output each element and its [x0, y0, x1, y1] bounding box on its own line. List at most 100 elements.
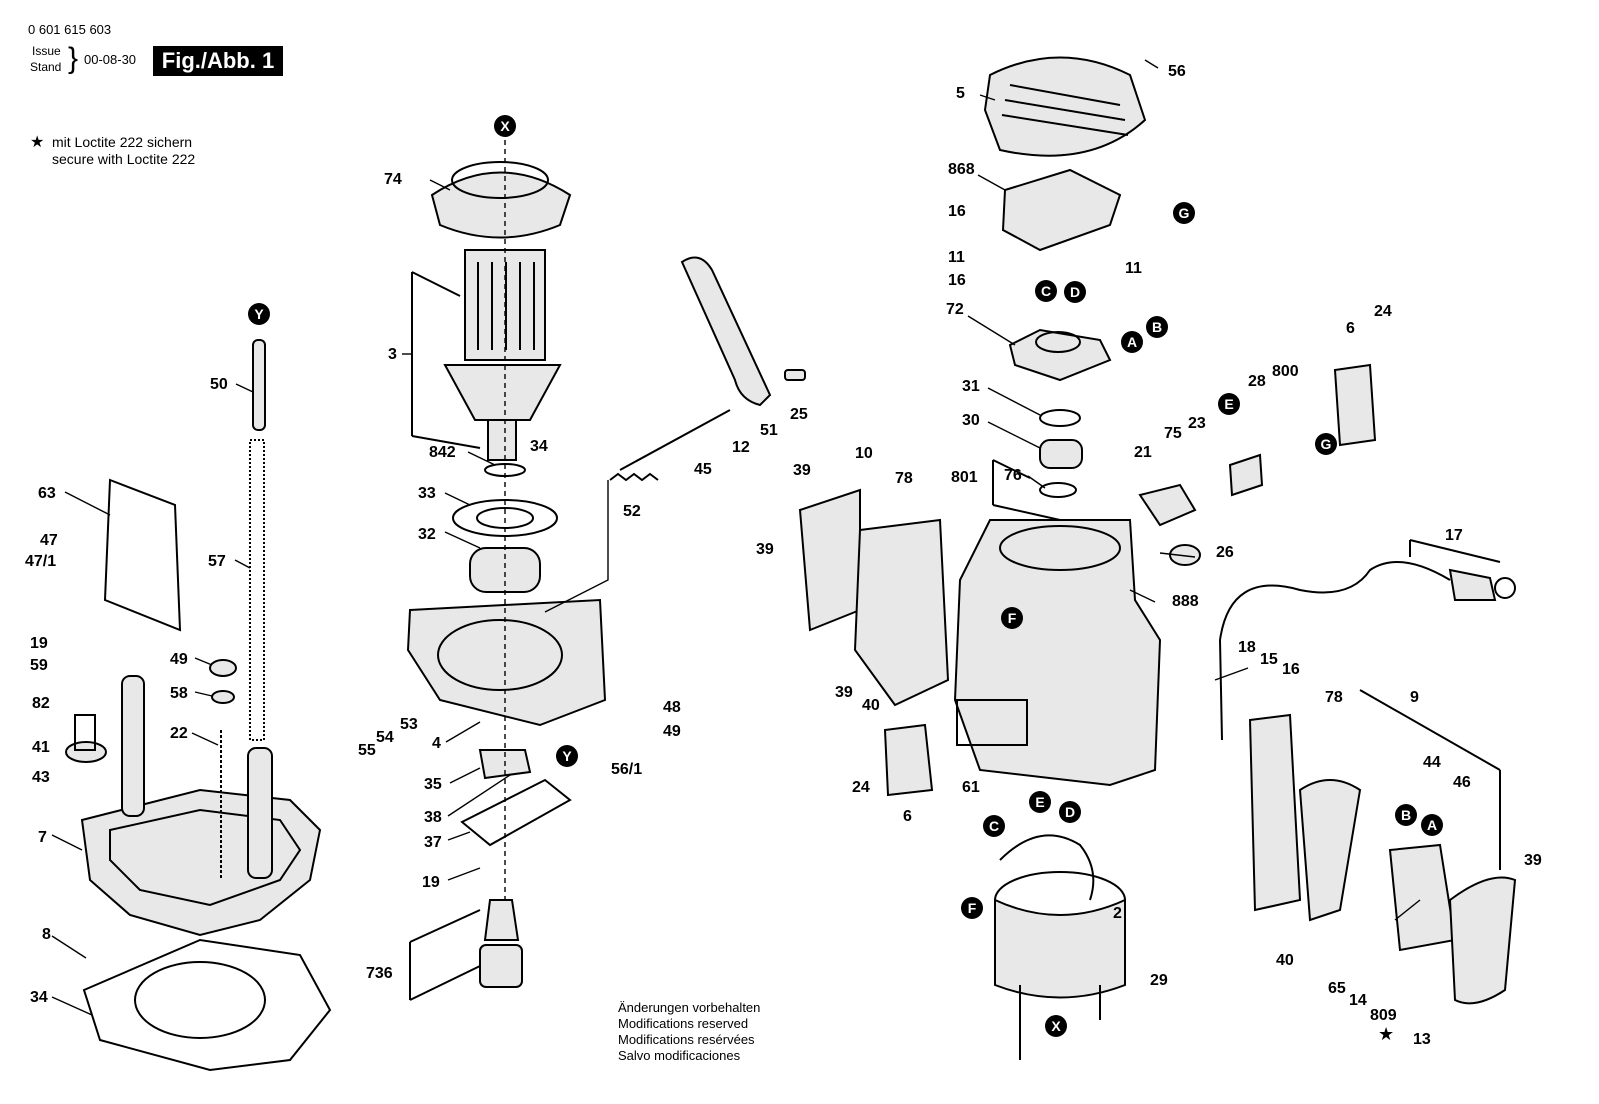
callout-c-top-label: C: [1041, 283, 1051, 299]
callout-x-top: [494, 115, 516, 137]
part-label: 65: [1328, 980, 1346, 997]
armature-assembly: [406, 140, 607, 1001]
footer-line: Salvo modificaciones: [618, 1048, 741, 1063]
callout-f-housing: [1001, 607, 1023, 629]
part-label: 14: [1349, 992, 1367, 1009]
part-label: 39: [793, 462, 811, 479]
part-label: 46: [1453, 774, 1471, 791]
part-label: 28: [1248, 373, 1266, 390]
doc-number: 0 601 615 603: [28, 22, 112, 37]
part-label: 32: [418, 526, 436, 543]
part-label: 59: [30, 657, 48, 674]
part-label: 43: [32, 769, 50, 786]
lever-assembly: [544, 256, 806, 613]
callout-e-right-label: E: [1224, 396, 1233, 412]
part-label: 61: [962, 779, 980, 796]
part-label: 82: [32, 695, 50, 712]
callout-b-top: [1146, 316, 1168, 338]
part-label: 76: [1004, 467, 1022, 484]
part-label: 8: [42, 926, 51, 943]
part-label: 51: [760, 422, 778, 439]
part-label: 24: [852, 779, 870, 796]
callout-x-bottom: [1045, 1015, 1067, 1037]
part-label: 40: [862, 697, 880, 714]
part-label: 78: [1325, 689, 1343, 706]
callout-a-switch: [1421, 814, 1443, 836]
callout-markers: X Y Y X A B C D G E G F C E D F B A: [248, 115, 1443, 1037]
part-label: 22: [170, 725, 188, 742]
part-label: 24: [1374, 303, 1392, 320]
brace-glyph: }: [68, 42, 79, 75]
part-label: 56/1: [611, 761, 642, 778]
callout-d-top: [1064, 281, 1086, 303]
part-label: 74: [384, 171, 402, 188]
part-label: 53: [400, 716, 418, 733]
callout-y-center: [556, 745, 578, 767]
part-label: 39: [835, 684, 853, 701]
part-label: 809: [1370, 1007, 1397, 1024]
callout-x-bottom-label: X: [1051, 1018, 1061, 1034]
part-label: 38: [424, 809, 442, 826]
callout-x-top-label: X: [500, 118, 510, 134]
part-label: 39: [1524, 852, 1542, 869]
part-label: 29: [1150, 972, 1168, 989]
part-label: 800: [1272, 363, 1299, 380]
issue-date: 00-08-30: [84, 52, 137, 67]
stand-label: Stand: [30, 60, 62, 74]
callout-c-top: [1035, 280, 1057, 302]
part-label: 801: [951, 469, 978, 486]
part-label: 78: [895, 470, 913, 487]
part-label: 3: [388, 346, 397, 363]
base-assembly: [65, 339, 332, 1072]
part-label: 47: [40, 532, 58, 549]
part-label: 50: [210, 376, 228, 393]
callout-f-field: [961, 897, 983, 919]
callout-a-top-label: A: [1127, 334, 1137, 350]
part-label: 47/1: [25, 553, 56, 570]
part-label: 25: [790, 406, 808, 423]
part-label: 52: [623, 503, 641, 520]
part-label: 5: [956, 85, 965, 102]
note-de: mit Loctite 222 sichern: [52, 134, 193, 150]
part-label: 63: [38, 485, 56, 502]
callout-a-switch-label: A: [1427, 817, 1437, 833]
callout-d-field: [1059, 801, 1081, 823]
callout-g-right: [1315, 433, 1337, 455]
callout-e-field: [1029, 791, 1051, 813]
footer-line: Modifications reserved: [618, 1016, 749, 1031]
part-label: 34: [30, 989, 48, 1006]
part-label: 39: [756, 541, 774, 558]
callout-e-field-label: E: [1035, 794, 1044, 810]
part-label: 75: [1164, 425, 1182, 442]
figure-badge: Fig./Abb. 1: [153, 46, 283, 76]
part-label: 72: [946, 301, 964, 318]
callout-d-field-label: D: [1065, 804, 1075, 820]
part-label: 57: [208, 553, 226, 570]
footer-line: Änderungen vorbehalten: [618, 1000, 761, 1015]
part-label: 7: [38, 829, 47, 846]
part-label: 37: [424, 834, 442, 851]
callout-g-top: [1173, 202, 1195, 224]
callout-c-field-label: C: [989, 818, 999, 834]
part-label: 34: [530, 438, 548, 455]
part-label: 30: [962, 412, 980, 429]
part-label: 31: [962, 378, 980, 395]
part-label: 56: [1168, 63, 1186, 80]
part-label: 44: [1423, 754, 1441, 771]
part-label: 33: [418, 485, 436, 502]
part-label: 13: [1413, 1031, 1431, 1048]
issue-label: Issue: [32, 44, 61, 58]
part-label: 55: [358, 742, 376, 759]
callout-b-switch-label: B: [1401, 807, 1411, 823]
part-label: 23: [1188, 415, 1206, 432]
part-label: 736: [366, 965, 393, 982]
part-label: 12: [732, 439, 750, 456]
callout-g-top-label: G: [1179, 205, 1190, 221]
part-label: 2: [1113, 905, 1122, 922]
callout-b-top-label: B: [1152, 319, 1162, 335]
callout-y-center-label: Y: [562, 748, 572, 764]
motor-housing-assembly: [798, 56, 1377, 1060]
part-label: 40: [1276, 952, 1294, 969]
callout-c-field: [983, 815, 1005, 837]
